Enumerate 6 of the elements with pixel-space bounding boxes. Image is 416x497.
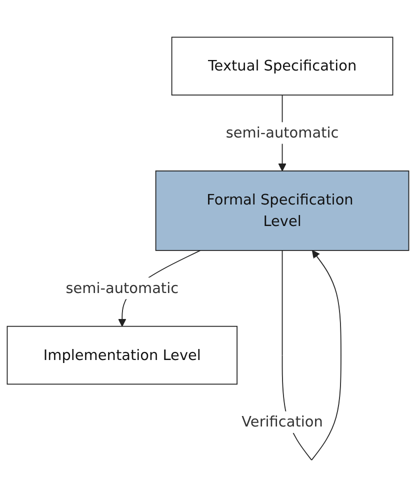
node-box: Implementation Level	[6, 326, 238, 384]
edge-label: semi-automatic	[66, 279, 179, 296]
edge-label: semi-automatic	[226, 124, 339, 141]
edge-label: Verification	[242, 412, 323, 430]
node-box: Textual Specification	[171, 36, 394, 96]
node-box: Formal Specification Level	[155, 170, 410, 251]
